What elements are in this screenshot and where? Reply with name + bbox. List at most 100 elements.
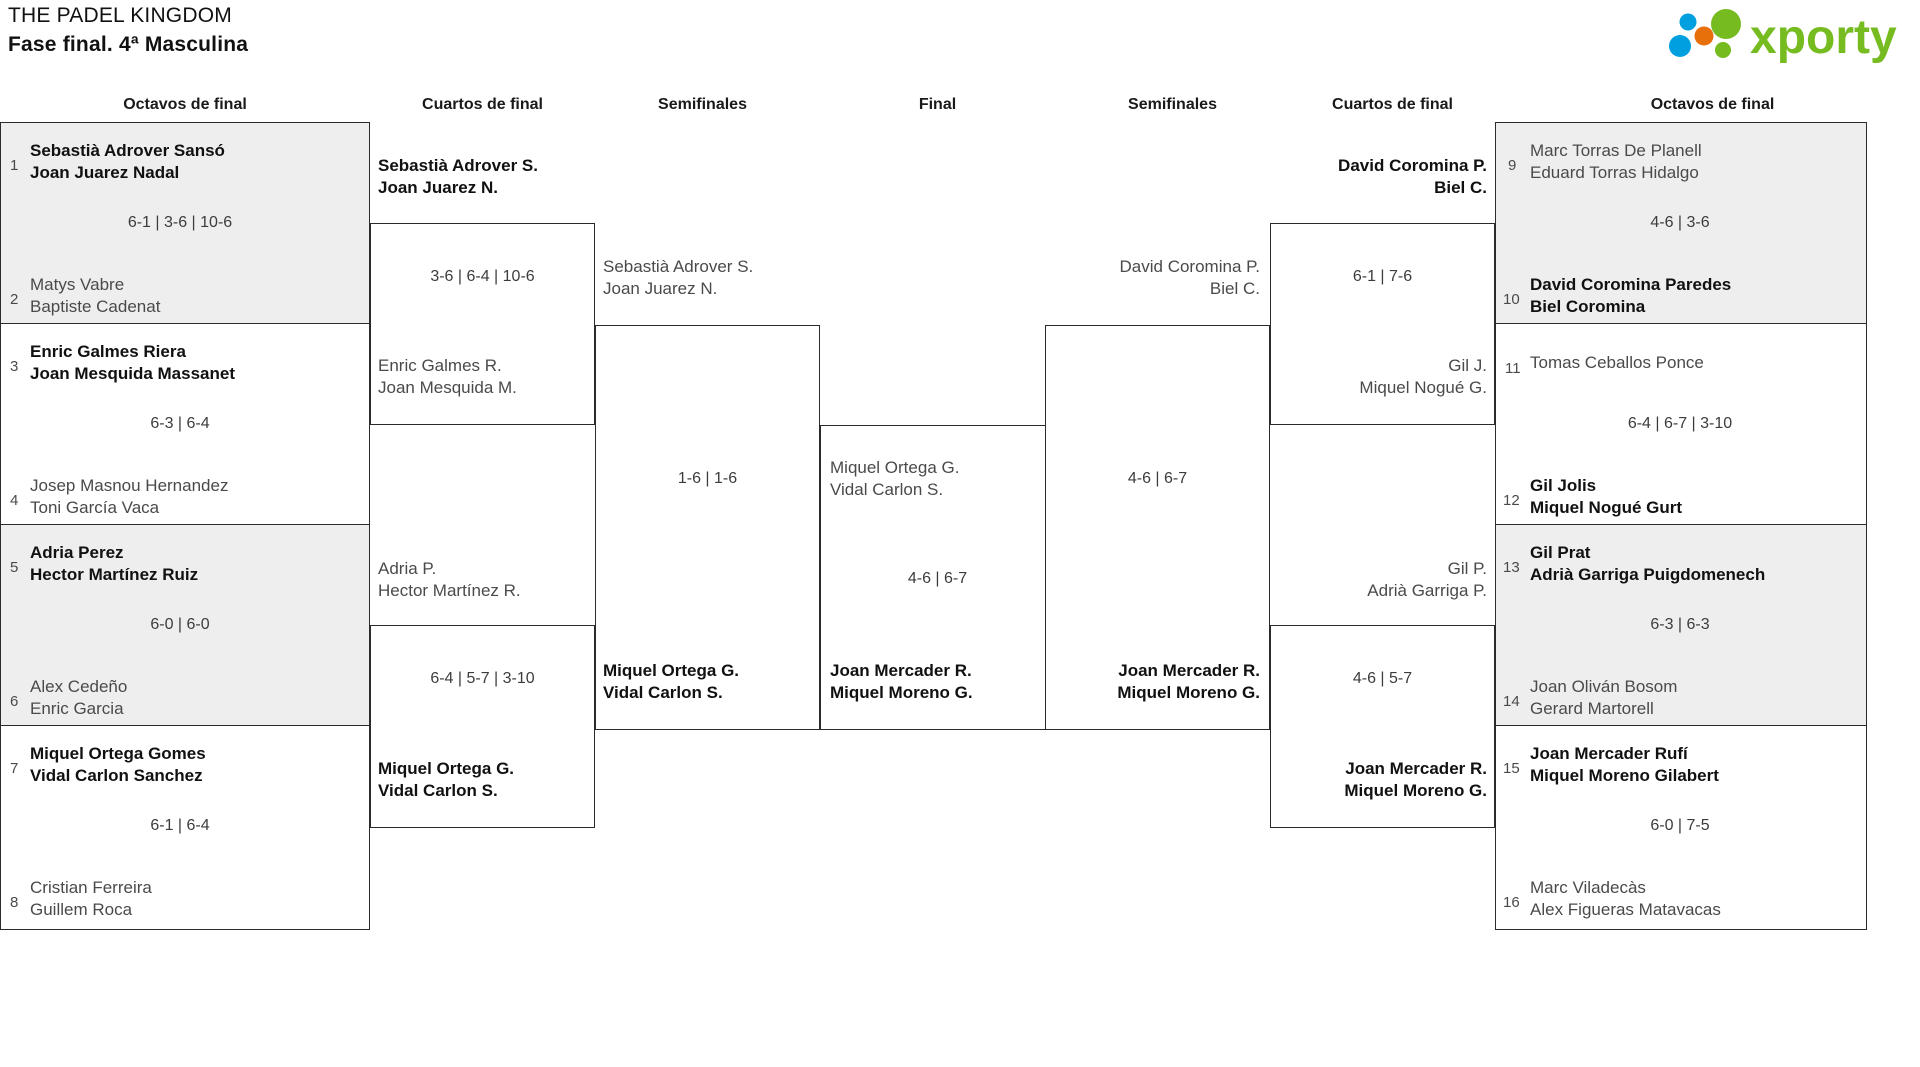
player-name: Sebastià Adrover S.: [603, 257, 754, 276]
player-name: Cristian Ferreira: [30, 878, 152, 897]
match-score: 3-6 | 6-4 | 10-6: [430, 268, 535, 285]
match-score: 6-3 | 6-4: [150, 415, 210, 432]
match-score: 1-6 | 1-6: [677, 470, 738, 487]
player-name: Biel C.: [1209, 279, 1260, 299]
round-heading-right-sf: Semifinales: [1128, 96, 1217, 113]
player-name: Biel C.: [1434, 178, 1487, 198]
player-name: Gil Prat: [1530, 543, 1591, 562]
match-score: 6-1 | 7-6: [1352, 268, 1413, 285]
match-box-right-sf-1[interactable]: [1045, 325, 1270, 730]
tournament-title: THE PADEL KINGDOM: [8, 4, 232, 27]
player-name: Gil J.: [1448, 356, 1487, 375]
match-box-right-r16-2[interactable]: [1495, 323, 1867, 525]
round-heading-left-qf: Cuartos de final: [422, 96, 543, 113]
player-name: Sebastià Adrover S.: [378, 156, 538, 175]
round-heading-right-r16: Octavos de final: [1650, 96, 1775, 113]
match-box-left-qf-2[interactable]: [370, 625, 595, 828]
team-slot: Marc Viladecàs Alex Figueras Matavacas: [1530, 877, 1721, 921]
player-name: Joan Oliván Bosom: [1530, 677, 1678, 696]
seed-number: 10: [1503, 291, 1520, 308]
match-box-right-qf-2[interactable]: [1270, 625, 1495, 828]
team-slot: Joan Mercader R. Miquel Moreno G.: [1055, 660, 1260, 704]
match-box-left-qf-1[interactable]: [370, 223, 595, 425]
player-name: Miquel Ortega G.: [830, 458, 960, 477]
team-slot: Adria P. Hector Martínez R.: [378, 558, 521, 602]
player-name: Guillem Roca: [30, 900, 133, 920]
player-name: Marc Viladecàs: [1530, 878, 1646, 897]
player-name: Miquel Moreno G.: [1117, 683, 1260, 703]
seed-number: 1: [10, 157, 19, 174]
player-name: Alex Figueras Matavacas: [1530, 900, 1721, 920]
player-name: Miquel Moreno Gilabert: [1530, 766, 1719, 786]
player-name: Gerard Martorell: [1530, 699, 1654, 719]
player-name: David Coromina P.: [1119, 257, 1260, 276]
player-name: Hector Martínez R.: [378, 581, 521, 601]
team-slot: Enric Galmes Riera Joan Mesquida Massane…: [30, 341, 235, 385]
team-slot: Joan Mercader Rufí Miquel Moreno Gilaber…: [1530, 743, 1719, 787]
match-box-final[interactable]: [820, 425, 1055, 730]
player-name: Josep Masnou Hernandez: [30, 476, 229, 495]
player-name: Gil Jolis: [1530, 476, 1597, 495]
player-name: Vidal Carlon S.: [378, 781, 498, 801]
match-score: 4-6 | 6-7: [1127, 470, 1188, 487]
player-name: David Coromina P.: [1338, 156, 1487, 175]
player-name: Enric Galmes Riera: [30, 342, 186, 361]
match-box-right-r16-1[interactable]: [1495, 122, 1867, 324]
match-box-right-r16-4[interactable]: [1495, 725, 1867, 930]
tournament-subtitle: Fase final. 4ª Masculina: [8, 33, 249, 56]
seed-number: 5: [10, 559, 19, 576]
player-name: Miquel Ortega G.: [603, 661, 740, 680]
player-name: Miquel Moreno G.: [1344, 781, 1487, 801]
seed-number: 8: [10, 894, 19, 911]
team-slot: Joan Mercader R. Miquel Moreno G.: [1272, 758, 1487, 802]
player-name: Joan Mercader Rufí: [1530, 744, 1688, 763]
player-name: Vidal Carlon S.: [830, 480, 944, 500]
seed-number: 4: [10, 492, 19, 509]
team-slot: Gil P. Adrià Garriga P.: [1272, 558, 1487, 602]
match-score: 6-1 | 6-4: [150, 817, 210, 834]
player-name: Joan Mercader R.: [830, 661, 972, 680]
player-name: Joan Mercader R.: [1345, 759, 1487, 778]
team-slot: Miquel Ortega G. Vidal Carlon S.: [830, 457, 959, 501]
match-score: 4-6 | 3-6: [1650, 214, 1710, 231]
seed-number: 15: [1503, 760, 1520, 777]
match-box-left-r16-1[interactable]: [0, 122, 370, 324]
player-name: Adrià Garriga P.: [1367, 581, 1487, 601]
team-slot: Miquel Ortega G. Vidal Carlon S.: [603, 660, 739, 704]
team-slot: Cristian Ferreira Guillem Roca: [30, 877, 152, 921]
match-box-left-sf-1[interactable]: [595, 325, 820, 730]
team-slot: Miquel Ortega Gomes Vidal Carlon Sanchez: [30, 743, 206, 787]
player-name: Joan Juarez Nadal: [30, 163, 180, 183]
player-name: Miquel Nogué Gurt: [1530, 498, 1683, 518]
seed-number: 9: [1508, 157, 1517, 174]
player-name: Vidal Carlon S.: [603, 683, 723, 703]
match-box-left-r16-4[interactable]: [0, 725, 370, 930]
team-slot: Enric Galmes R. Joan Mesquida M.: [378, 355, 517, 399]
seed-number: 11: [1505, 360, 1521, 377]
team-slot: David Coromina Paredes Biel Coromina: [1530, 274, 1731, 318]
team-slot: Josep Masnou Hernandez Toni García Vaca: [30, 475, 228, 519]
round-heading-right-qf: Cuartos de final: [1332, 96, 1453, 113]
player-name: Joan Juarez N.: [603, 279, 718, 299]
player-name: Miquel Nogué G.: [1359, 378, 1487, 398]
round-heading-left-sf: Semifinales: [658, 96, 747, 113]
player-name: Miquel Ortega G.: [378, 759, 515, 778]
team-slot: Gil Jolis Miquel Nogué Gurt: [1530, 475, 1682, 519]
team-slot: Sebastià Adrover S. Joan Juarez N.: [378, 155, 538, 199]
match-box-left-r16-2[interactable]: [0, 323, 370, 525]
player-name: Marc Torras De Planell: [1530, 141, 1702, 160]
player-name: Alex Cedeño: [30, 677, 128, 696]
seed-number: 12: [1503, 492, 1520, 509]
team-slot: Sebastià Adrover S. Joan Juarez N.: [603, 256, 753, 300]
player-name: Adria P.: [378, 559, 437, 578]
player-name: Toni García Vaca: [30, 498, 160, 518]
match-score: 6-4 | 5-7 | 3-10: [430, 670, 535, 687]
team-slot: Gil Prat Adrià Garriga Puigdomenech: [1530, 542, 1765, 586]
match-box-right-qf-1[interactable]: [1270, 223, 1495, 425]
seed-number: 13: [1503, 559, 1520, 576]
player-name: Miquel Ortega Gomes: [30, 744, 206, 763]
team-slot: David Coromina P. Biel C.: [1055, 256, 1260, 300]
player-name: Joan Mesquida Massanet: [30, 364, 236, 384]
team-slot: Gil J. Miquel Nogué G.: [1272, 355, 1487, 399]
round-heading-final: Final: [918, 96, 957, 113]
